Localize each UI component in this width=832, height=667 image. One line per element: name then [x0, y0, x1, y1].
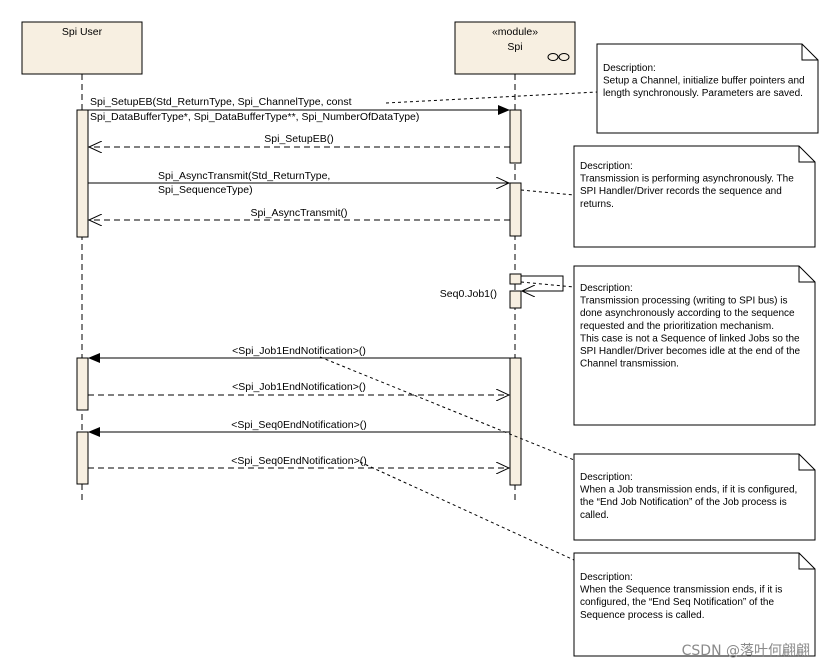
note-line: the “End Job Notification” of the Job pr… [580, 497, 787, 508]
message-seq-notification-call: <Spi_Seq0EndNotification>() [88, 419, 510, 437]
note-processing-description: Description: Transmission processing (wri… [573, 265, 816, 426]
note5-text: Description: When the Sequence transmissi… [580, 572, 782, 621]
self-call-label: Seq0.Job1() [440, 288, 497, 300]
seq-notif-call-label: <Spi_Seq0EndNotification>() [231, 419, 366, 431]
note-line: Description: [580, 161, 633, 172]
module-component-icon [547, 53, 570, 61]
note-line: When the Sequence transmission ends, if … [580, 585, 782, 596]
note-seq-notification-description: Description: When the Sequence transmissi… [573, 552, 816, 657]
activation-module-3 [509, 273, 522, 285]
seq-notif-return-label: <Spi_Seq0EndNotification>() [231, 455, 366, 467]
note-line: Description: [580, 472, 633, 483]
note-line: Description: [580, 572, 633, 583]
note2-connector [520, 189, 575, 196]
participant-spi-user: Spi User [21, 21, 143, 75]
note-line: Setup a Channel, initialize buffer point… [603, 76, 805, 87]
activation-user-2 [76, 357, 89, 411]
participant-spi-module: «module» Spi [454, 21, 576, 75]
note4-connector [319, 356, 575, 461]
note-line: configured, the “End Seq Notification” o… [580, 597, 774, 608]
note-line: When a Job transmission ends, if it is c… [580, 485, 797, 496]
note-job-notification-description: Description: When a Job transmission ends… [573, 453, 816, 541]
message-async-call: Spi_AsyncTransmit(Std_ReturnType, Spi_Se… [88, 170, 509, 196]
watermark: CSDN @落叶何翩翩 [682, 643, 810, 659]
note2-text: Description: Transmission is performing a… [580, 161, 794, 210]
note-line: length synchronously. Parameters are sav… [603, 88, 803, 99]
activation-user-1 [76, 109, 89, 238]
job-notif-return-label: <Spi_Job1EndNotification>() [232, 381, 366, 393]
job-notif-call-label: <Spi_Job1EndNotification>() [232, 345, 366, 357]
activation-module-2 [509, 182, 522, 237]
async-return-label: Spi_AsyncTransmit() [250, 207, 347, 219]
message-seq-notification-return: <Spi_Seq0EndNotification>() [88, 455, 509, 468]
note1-text: Description: Setup a Channel, initialize … [603, 63, 805, 99]
note-line: returns. [580, 199, 614, 210]
activation-module-5 [509, 357, 522, 486]
note-line: requested and the prioritization mechani… [580, 321, 774, 332]
note-line: Description: [603, 63, 656, 74]
note-line: called. [580, 510, 609, 521]
note-line: Transmission processing (writing to SPI … [580, 296, 787, 307]
note-line: SPI Handler/Driver becomes idle at the e… [580, 346, 801, 357]
note-line: Transmission is performing asynchronousl… [580, 174, 794, 185]
activation-module-4 [509, 290, 522, 309]
note-async-description: Description: Transmission is performing a… [573, 145, 816, 248]
activation-module-1 [509, 109, 522, 164]
note3-text: Description: Transmission processing (wri… [580, 283, 801, 370]
message-job-notification-call: <Spi_Job1EndNotification>() [88, 345, 510, 363]
note5-connector [359, 461, 575, 561]
message-async-return: Spi_AsyncTransmit() [89, 207, 510, 220]
message-setup-return: Spi_SetupEB() [89, 133, 510, 147]
note-line: Description: [580, 283, 633, 294]
setup-call-label-line2: Spi_DataBufferType*, Spi_DataBufferType*… [90, 111, 419, 123]
note1-connector [385, 91, 598, 104]
note4-text: Description: When a Job transmission ends… [580, 472, 797, 521]
note-line: Channel transmission. [580, 359, 679, 370]
participant-module-label: Spi [507, 41, 522, 53]
note-setup-description: Description: Setup a Channel, initialize … [596, 43, 819, 134]
activation-user-3 [76, 431, 89, 485]
note-line: Sequence process is called. [580, 610, 705, 621]
note3-connector [520, 281, 575, 288]
async-call-label-line2: Spi_SequenceType) [158, 184, 253, 196]
note-line: done asynchronously according to the seq… [580, 308, 795, 319]
participant-module-stereotype: «module» [492, 26, 538, 38]
note-line: This case is not a Sequence of linked Jo… [580, 333, 800, 344]
setup-return-label: Spi_SetupEB() [264, 133, 333, 145]
note-line: SPI Handler/Driver records the sequence … [580, 186, 782, 197]
message-setup-call: Spi_SetupEB(Std_ReturnType, Spi_ChannelT… [88, 96, 510, 123]
message-self-call: Seq0.Job1() [440, 275, 564, 300]
async-call-label-line1: Spi_AsyncTransmit(Std_ReturnType, [158, 170, 330, 182]
participant-user-label: Spi User [62, 26, 103, 38]
setup-call-label-line1: Spi_SetupEB(Std_ReturnType, Spi_ChannelT… [90, 96, 352, 108]
message-job-notification-return: <Spi_Job1EndNotification>() [88, 381, 509, 395]
